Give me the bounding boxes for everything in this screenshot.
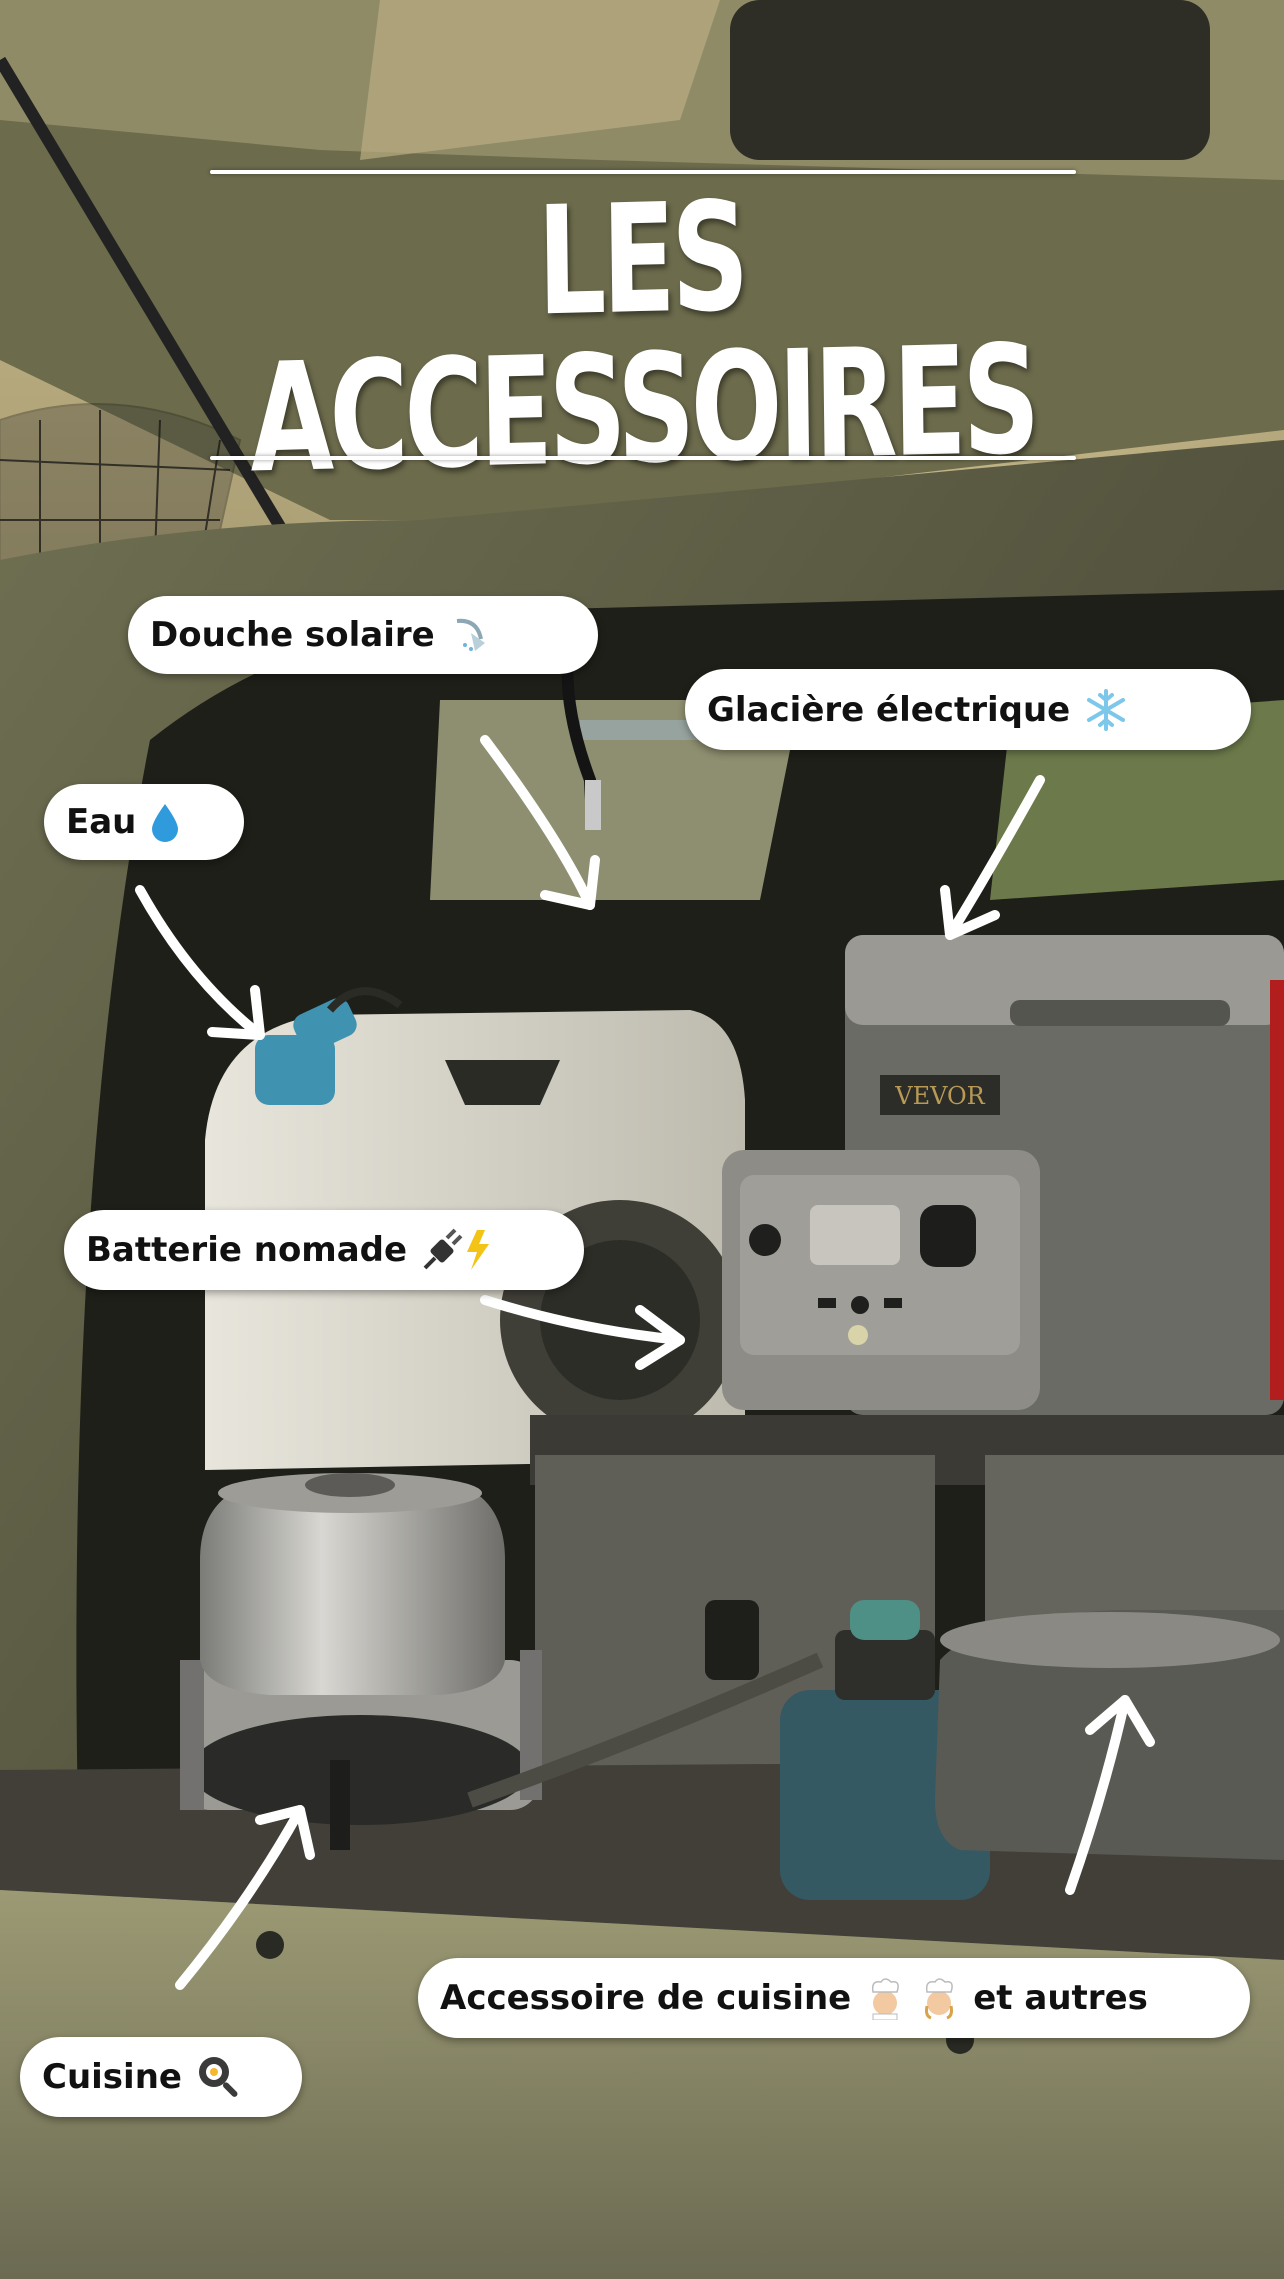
- label-batterie-nomade: Batterie nomade: [64, 1210, 584, 1290]
- snowflake-icon: [1084, 688, 1128, 732]
- plug-lightning-icon: [421, 1228, 495, 1272]
- arrow-eau-head: [207, 985, 265, 1040]
- vevor-badge: VEVOR: [894, 1082, 985, 1110]
- title-rule-bottom: [210, 456, 1076, 460]
- camping-stove: [180, 1650, 542, 1850]
- label-cuisine: Cuisine: [20, 2037, 302, 2117]
- annotation-arrows: [135, 735, 1155, 1990]
- title-rule-top: [210, 170, 1076, 174]
- arrow-accessoire-head: [1085, 1695, 1155, 1747]
- page-title: LES ACCESSOIRES: [249, 170, 1037, 507]
- label-glaciere-electrique: Glacière électrique: [685, 669, 1251, 750]
- arrow-douche-head: [540, 855, 600, 910]
- label-glaciere-text: Glacière électrique: [707, 689, 1071, 730]
- label-eau-text: Eau: [66, 802, 137, 842]
- arrow-cuisine-head: [255, 1805, 315, 1860]
- label-accessoire-text-suffix: et autres: [973, 1978, 1148, 2018]
- shower-icon: [449, 615, 489, 655]
- arrow-douche: [480, 735, 595, 910]
- droplet-icon: [150, 802, 180, 842]
- arrow-batterie-head: [635, 1305, 685, 1370]
- label-douche-solaire: Douche solaire: [128, 596, 598, 674]
- arrow-accessoire: [1065, 1695, 1130, 1895]
- power-station: [722, 1150, 1040, 1410]
- arrow-glaciere: [945, 775, 1045, 940]
- arrow-batterie: [480, 1295, 685, 1345]
- chef-icon: [919, 1976, 959, 2020]
- frying-pan-icon: [196, 2054, 242, 2100]
- chef-icon: [865, 1976, 905, 2020]
- label-eau: Eau: [44, 784, 244, 860]
- arrow-eau: [135, 885, 265, 1040]
- label-cuisine-text: Cuisine: [42, 2057, 182, 2097]
- arrow-cuisine: [175, 1805, 305, 1990]
- label-accessoire-cuisine: Accessoire de cuisine et autres: [418, 1958, 1250, 2038]
- label-batterie-text: Batterie nomade: [86, 1230, 408, 1270]
- arrow-glaciere-head: [940, 885, 1000, 940]
- kettle: [200, 1473, 505, 1695]
- label-accessoire-text-prefix: Accessoire de cuisine: [440, 1978, 852, 2018]
- cooking-pot: [935, 1610, 1284, 1860]
- label-douche-text: Douche solaire: [150, 615, 435, 655]
